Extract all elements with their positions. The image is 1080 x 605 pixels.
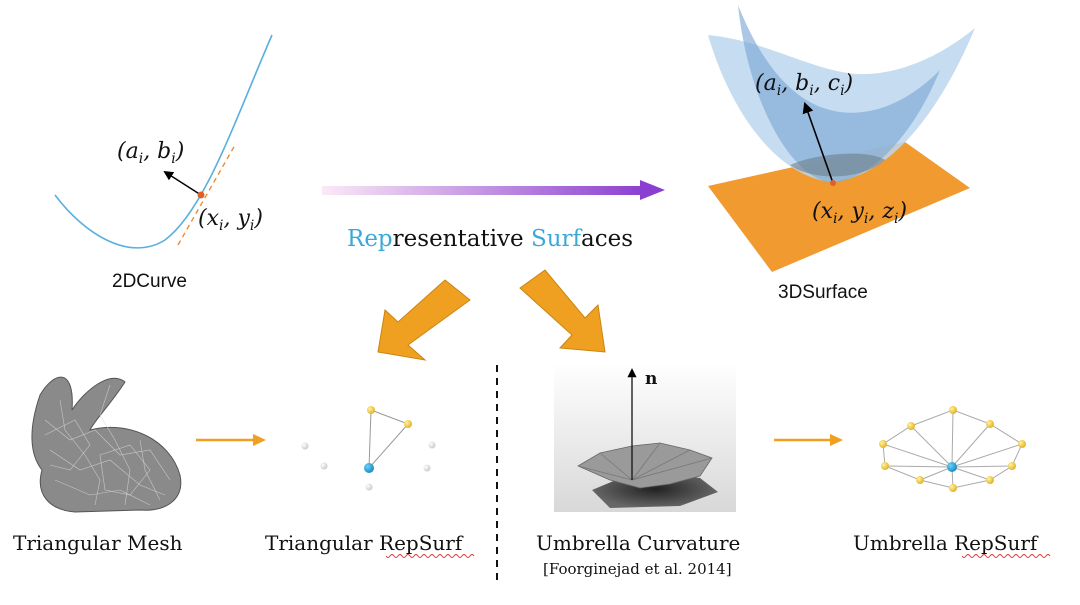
neighbor-point: [320, 462, 328, 470]
umbrella-curvature-image: n: [554, 362, 736, 512]
curve-2d: [54, 34, 273, 249]
neighbor-point: [423, 464, 431, 472]
orange-arrow-left: [377, 279, 471, 361]
normal-arrow-2d: [163, 170, 202, 196]
caption-triangular-repsurf: Triangular RepSurf: [265, 531, 464, 555]
paraboloid-front: [738, 5, 940, 183]
neighbor-point: [301, 442, 309, 450]
spellcheck-underline: [385, 554, 475, 558]
vertex-point: [986, 476, 994, 484]
tangent-line: [177, 144, 236, 246]
curve-label-xy: (xi, yi): [198, 206, 263, 234]
surface-3d-panel: (ai, bi, ci) (xi, yi, zi) 3DSurface: [708, 5, 975, 303]
surface-caption: 3DSurface: [778, 282, 868, 303]
caption-triangular-mesh: Triangular Mesh: [13, 531, 183, 555]
surface-label-abc: (ai, bi, ci): [755, 71, 853, 99]
caption-umbrella-repsurf: Umbrella RepSurf: [853, 531, 1039, 555]
neighbor-point: [428, 441, 436, 449]
orange-arrow-right: [519, 269, 606, 353]
vertex-point: [881, 462, 889, 470]
center-point: [364, 463, 374, 473]
umbrella-repsurf-figure: [879, 406, 1026, 492]
gradient-arrow: [322, 180, 665, 200]
neighbor-point: [365, 483, 373, 491]
curve-point: [197, 191, 205, 199]
normal-arrow-3d: [802, 101, 834, 184]
caption-umbrella-curvature: Umbrella Curvature: [536, 531, 740, 555]
tangent-plane: [708, 142, 970, 272]
orange-arrow-mesh-to-repsurf: [196, 434, 266, 446]
curve-caption: 2DCurve: [112, 271, 187, 292]
vertex-point: [404, 420, 412, 428]
representative-surfaces-title: Representative Surfaces: [347, 226, 633, 252]
vertex-point: [879, 440, 887, 448]
center-point: [947, 462, 957, 472]
surface-point: [830, 180, 836, 186]
vertex-point: [986, 420, 994, 428]
vertex-point: [949, 406, 957, 414]
vertex-point: [367, 406, 375, 414]
spellcheck-underline: [961, 554, 1051, 558]
vertex-point: [1008, 462, 1016, 470]
vertex-point: [916, 476, 924, 484]
normal-label: n: [645, 369, 657, 389]
paraboloid-shade: [790, 153, 885, 177]
bunny-mesh-image: [31, 376, 182, 513]
vertex-point: [1018, 440, 1026, 448]
paraboloid-back: [708, 28, 975, 182]
curve-2d-panel: (ai, bi) (xi, yi) 2DCurve: [54, 34, 273, 292]
surface-label-xyz: (xi, yi, zi): [812, 199, 907, 227]
vertex-point: [949, 484, 957, 492]
triangular-repsurf-figure: [301, 406, 436, 491]
vertex-point: [907, 422, 915, 430]
caption-umbrella-citation: [Foorginejad et al. 2014]: [543, 560, 732, 578]
curve-label-ab: (ai, bi): [117, 139, 184, 167]
orange-arrow-umbrella-to-repsurf: [774, 434, 843, 446]
